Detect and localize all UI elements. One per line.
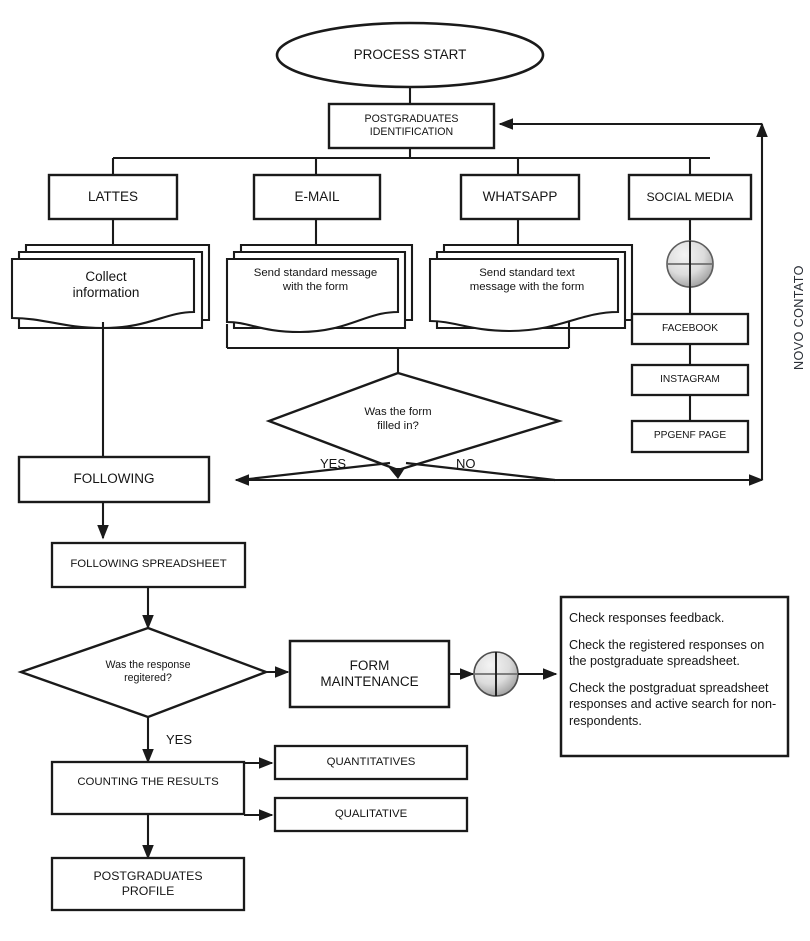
node-quantitatives-shape [273, 744, 469, 781]
node-qualitative-shape [273, 796, 469, 833]
node-lattes-shape [47, 173, 179, 221]
doc-collect-front [10, 257, 196, 330]
node-facebook-shape [630, 312, 750, 346]
edge-label-yes-form: YES [320, 456, 347, 471]
node-decision-form-shape [265, 371, 564, 472]
node-following-spreadsheet-shape [50, 541, 247, 589]
node-form-maintenance-shape [288, 639, 451, 709]
node-identification-shape [327, 102, 496, 150]
node-instagram-shape [630, 363, 750, 397]
note-line-1: Check responses feedback. [569, 611, 725, 625]
edge-label-no-form: NO [456, 456, 476, 471]
node-email-shape [252, 173, 382, 221]
node-following-shape [17, 455, 211, 504]
node-counting-shape [50, 760, 246, 816]
node-socialmedia-shape [627, 173, 753, 221]
note-box-content: Check responses feedback. Check the regi… [569, 610, 781, 729]
node-decision-response-shape [17, 626, 270, 719]
node-whatsapp-shape [459, 173, 581, 221]
edge-label-yes-response: YES [166, 732, 193, 747]
node-profile-shape [50, 856, 246, 912]
node-ppgenf-shape [630, 419, 750, 454]
node-start-shape [275, 21, 545, 89]
note-line-3: Check the postgraduat spreadsheet respon… [569, 681, 777, 728]
doc-email-front [225, 257, 400, 334]
note-box-shape [559, 595, 790, 758]
note-line-2: Check the registered responses on the po… [569, 638, 765, 669]
edge-label-novo-contato: NOVO CONTATO [792, 265, 806, 370]
doc-wa-front [428, 257, 620, 333]
